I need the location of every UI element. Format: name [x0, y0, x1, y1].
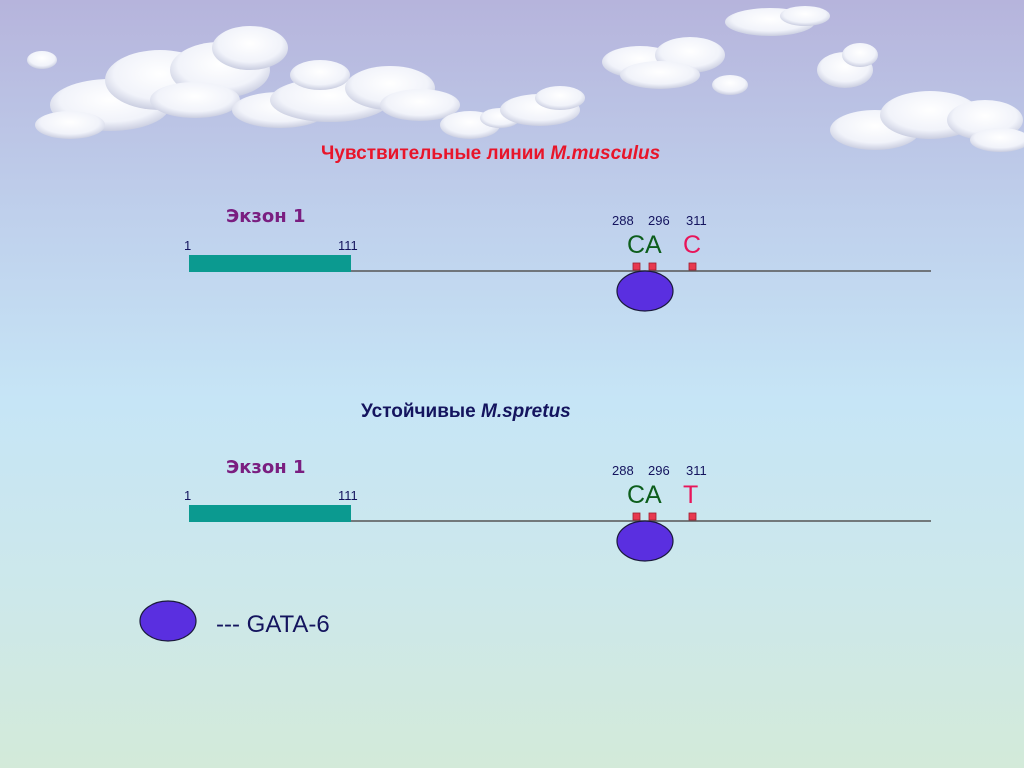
- legend-gata6-label: --- GATA-6: [216, 611, 330, 638]
- site-marker-icon: [632, 262, 641, 271]
- base-variant-c: C: [683, 231, 702, 259]
- position-288-label: 288: [612, 213, 634, 228]
- site-marker-icon: [648, 262, 657, 271]
- clouds-decoration: [27, 6, 1024, 152]
- cloud-icon: [712, 75, 748, 95]
- site-marker-icon: [688, 262, 697, 271]
- position-296-label: 296: [648, 463, 670, 478]
- bases-ca: CA: [627, 231, 662, 259]
- position-296-label: 296: [648, 213, 670, 228]
- exon-bar: [189, 505, 351, 522]
- exon-label: Экзон 1: [226, 457, 306, 478]
- start-position-label: 1: [184, 238, 192, 253]
- gata6-oval-icon: [616, 270, 674, 312]
- gata6-legend-oval-icon: [139, 600, 197, 642]
- exon-label: Экзон 1: [226, 206, 306, 227]
- position-288-label: 288: [612, 463, 634, 478]
- cloud-icon: [35, 26, 288, 139]
- cloud-icon: [27, 51, 57, 69]
- exon-bar: [189, 255, 351, 272]
- cloud-icon: [725, 6, 830, 36]
- cloud-icon: [830, 91, 1024, 152]
- site-marker-icon: [648, 512, 657, 521]
- cloud-icon: [817, 43, 878, 88]
- position-311-label: 311: [686, 213, 707, 228]
- site-marker-icon: [688, 512, 697, 521]
- end-position-label: 111: [338, 238, 358, 253]
- section-title-spretus: Устойчивые M.spretus: [361, 401, 571, 422]
- section-title-musculus: Чувствительные линии M.musculus: [321, 143, 661, 164]
- cloud-icon: [232, 60, 460, 128]
- end-position-label: 111: [338, 488, 358, 503]
- cloud-icon: [500, 86, 585, 126]
- position-311-label: 311: [686, 463, 707, 478]
- gata6-oval-icon: [616, 520, 674, 562]
- cloud-icon: [602, 37, 725, 89]
- base-variant-t: T: [683, 481, 699, 509]
- bases-ca: CA: [627, 481, 662, 509]
- site-marker-icon: [632, 512, 641, 521]
- start-position-label: 1: [184, 488, 192, 503]
